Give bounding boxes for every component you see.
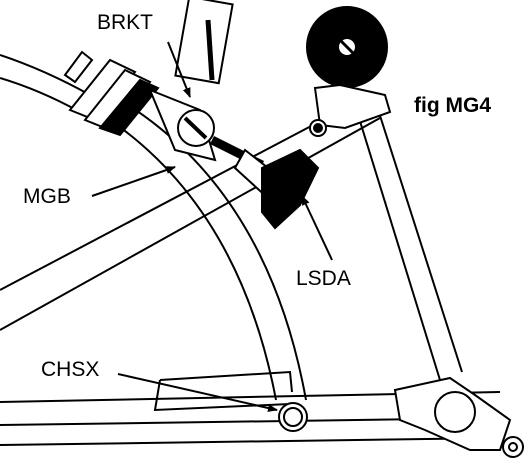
leader-arrows [91,41,333,412]
mgb-curved-arm [109,99,307,401]
callout-chsx: CHSX [41,358,100,381]
mgb-arrow [91,166,176,197]
callout-lsda: LSDA [296,267,351,290]
right-pivot-bracket [393,376,524,458]
callout-brkt: BRKT [97,11,154,34]
lsda-adjuster [209,135,320,230]
lsda-arrow [301,195,333,261]
figure-label: fig MG4 [414,94,491,117]
top-wheel-knob [306,6,392,137]
callout-mgb: MGB [23,185,71,208]
bracket-screw [177,109,215,147]
chsx-ring [278,402,308,432]
frame-tubes [0,54,501,446]
brkt-arrow [167,41,191,98]
chsx-arrow [117,373,278,412]
